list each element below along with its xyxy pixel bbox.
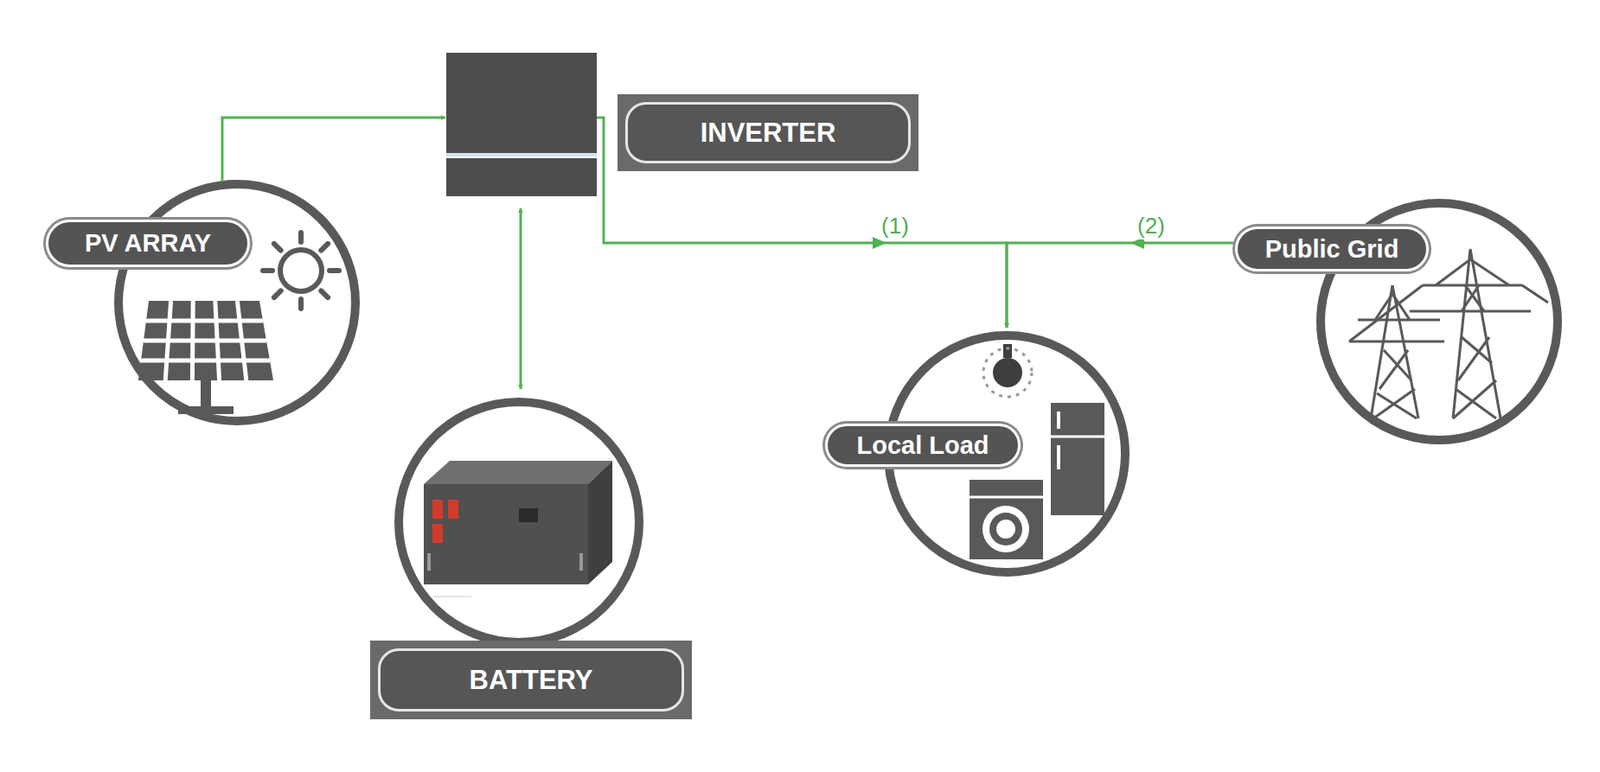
node-label: BATTERY	[469, 665, 594, 697]
label-pill: PV ARRAY	[45, 219, 250, 268]
label-frame: BATTERY	[377, 648, 685, 712]
power-flow-connector	[1006, 236, 1234, 328]
label-pill: Public Grid	[1235, 226, 1429, 272]
public-grid-node: Public Grid	[1316, 198, 1562, 445]
node-label: Public Grid	[1265, 235, 1400, 264]
inverter-icon	[446, 52, 597, 197]
node-label: INVERTER	[700, 117, 837, 149]
node-label: Local Load	[856, 431, 989, 461]
local-load-node: Local Load	[883, 331, 1130, 577]
pv-array-node: PV ARRAY	[114, 179, 360, 426]
label-frame: INVERTER	[625, 102, 911, 164]
power-flow-connector	[520, 208, 522, 390]
label-pill: INVERTER	[617, 94, 919, 172]
flow-number: (2)	[1134, 212, 1168, 240]
battery-icon	[398, 402, 640, 643]
power-flow-connector	[222, 117, 446, 182]
battery-node: BATTERY	[394, 397, 644, 647]
flow-number: (1)	[878, 212, 912, 240]
label-pill: BATTERY	[370, 640, 692, 720]
inverter-node: INVERTER	[446, 52, 597, 197]
node-label: PV ARRAY	[84, 229, 212, 258]
label-pill: Local Load	[825, 423, 1021, 468]
